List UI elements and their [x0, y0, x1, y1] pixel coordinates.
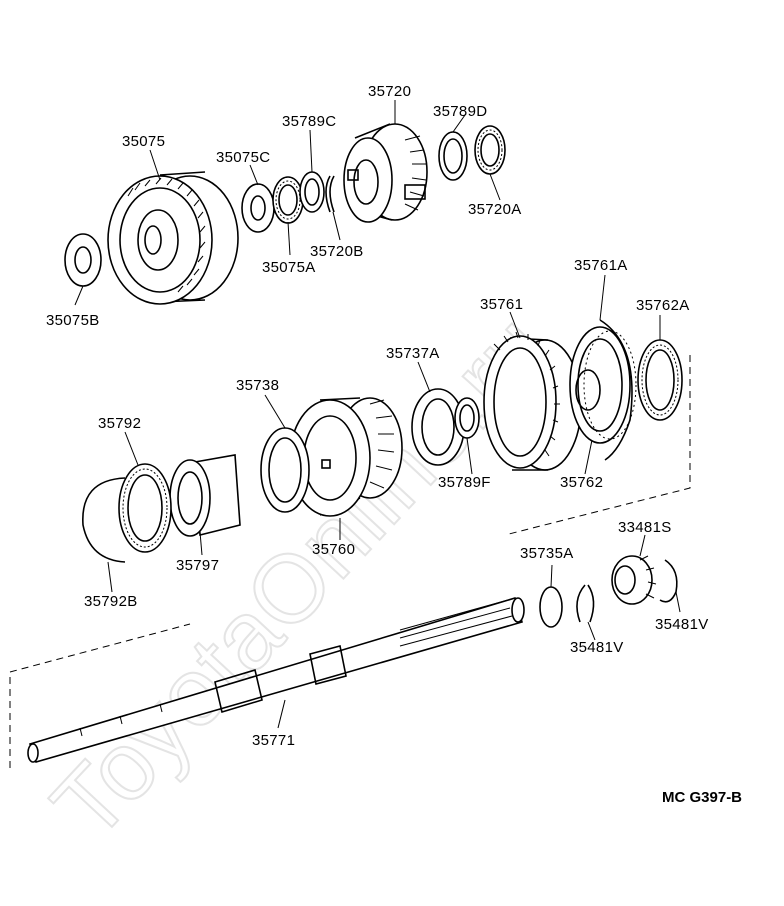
- label-35762A[interactable]: 35762A: [636, 297, 690, 314]
- part-35735A-ring[interactable]: [539, 586, 563, 628]
- label-35738[interactable]: 35738: [236, 377, 279, 394]
- label-35761[interactable]: 35761: [480, 296, 523, 313]
- label-35075B[interactable]: 35075B: [46, 312, 100, 329]
- part-35789C-race[interactable]: [299, 171, 325, 213]
- leader-lines: [74, 100, 681, 729]
- part-33481S-gear[interactable]: [611, 555, 657, 605]
- label-35075A[interactable]: 35075A: [262, 259, 316, 276]
- part-35760-gear[interactable]: [289, 397, 403, 517]
- label-35737A[interactable]: 35737A: [386, 345, 440, 362]
- part-35737A-washer[interactable]: [411, 388, 465, 466]
- label-35761A[interactable]: 35761A: [574, 257, 628, 274]
- part-35789F-race[interactable]: [454, 397, 480, 439]
- part-35720B-snap-ring[interactable]: [325, 175, 335, 213]
- label-35760[interactable]: 35760: [312, 541, 355, 558]
- label-35792[interactable]: 35792: [98, 415, 141, 432]
- label-35075C[interactable]: 35075C: [216, 149, 270, 166]
- part-35720-carrier[interactable]: [343, 123, 428, 223]
- part-35075-drum[interactable]: [107, 171, 239, 305]
- part-35720A-bearing[interactable]: [474, 125, 506, 175]
- label-35720A[interactable]: 35720A: [468, 201, 522, 218]
- label-35481V-b[interactable]: 35481V: [655, 616, 709, 633]
- label-35771[interactable]: 35771: [252, 732, 295, 749]
- part-labels: 35075 35075B 35075C 35075A 35789C 35720B…: [46, 83, 709, 749]
- part-35075A-bearing[interactable]: [272, 176, 304, 224]
- label-35789F[interactable]: 35789F: [438, 474, 491, 491]
- part-35762A-ring[interactable]: [637, 339, 683, 421]
- label-35075[interactable]: 35075: [122, 133, 165, 150]
- part-35761-drum[interactable]: [483, 331, 582, 471]
- label-35789D[interactable]: 35789D: [433, 103, 487, 120]
- label-35481V-a[interactable]: 35481V: [570, 639, 624, 656]
- part-35738-ring[interactable]: [260, 427, 310, 513]
- assembly-lines: [9, 355, 691, 768]
- figure-code: MC G397-B: [662, 789, 742, 806]
- label-35762[interactable]: 35762: [560, 474, 603, 491]
- label-35797[interactable]: 35797: [176, 557, 219, 574]
- part-35075C-washer[interactable]: [241, 183, 275, 233]
- part-35481V-snap-ring-b[interactable]: [659, 559, 678, 603]
- label-35720B[interactable]: 35720B: [310, 243, 364, 260]
- part-35797-hub[interactable]: [169, 454, 241, 537]
- part-35792B-snap-ring[interactable]: [82, 477, 126, 563]
- label-35735A[interactable]: 35735A: [520, 545, 574, 562]
- label-35789C[interactable]: 35789C: [282, 113, 336, 130]
- part-35771-shaft[interactable]: [27, 597, 525, 763]
- part-35075B-washer[interactable]: [64, 233, 102, 287]
- label-35792B[interactable]: 35792B: [84, 593, 138, 610]
- part-35789D-race[interactable]: [438, 131, 468, 181]
- part-35792-clutch[interactable]: [118, 463, 172, 553]
- part-35762-disc[interactable]: [569, 326, 637, 444]
- label-35720[interactable]: 35720: [368, 83, 411, 100]
- label-33481S[interactable]: 33481S: [618, 519, 672, 536]
- part-35481V-snap-ring-a[interactable]: [576, 584, 595, 623]
